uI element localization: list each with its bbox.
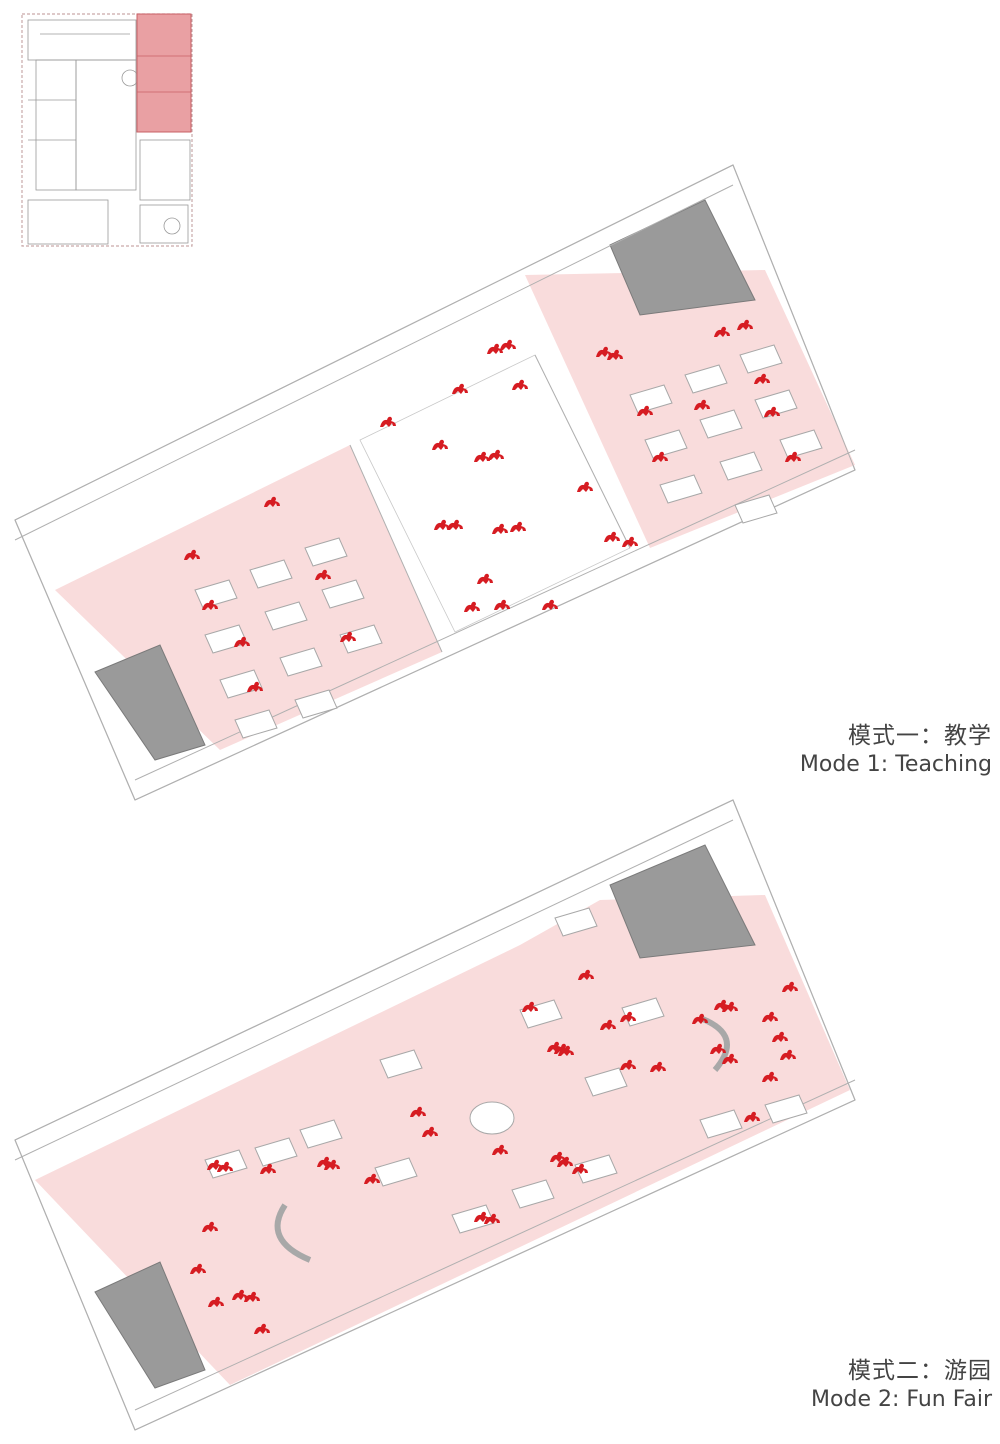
key-plan-highlight (136, 13, 192, 133)
right-classroom-floor (525, 270, 855, 548)
desk (219, 669, 263, 699)
activity-table (374, 1157, 418, 1187)
mode-2-caption: 模式二：游园 Mode 2: Fun Fair (811, 1357, 992, 1413)
desk (294, 689, 338, 719)
desk (194, 579, 238, 609)
key-floor-plan (21, 13, 193, 247)
desk (779, 429, 823, 459)
desk (644, 429, 688, 459)
display-stand (254, 1137, 298, 1167)
desk (279, 647, 323, 677)
mode-1-caption: 模式一：教学 Mode 1: Teaching (800, 722, 992, 778)
round-table (469, 1101, 515, 1135)
desk (659, 474, 703, 504)
desk (234, 709, 278, 739)
curved-bench-left (274, 1203, 312, 1263)
activity-table (574, 1154, 618, 1184)
display-stand (764, 1094, 808, 1124)
desk (734, 494, 778, 524)
activity-table (554, 907, 598, 937)
desk (754, 389, 798, 419)
desk (739, 344, 783, 374)
display-stand (379, 1049, 423, 1079)
core-right (609, 844, 756, 959)
desk (264, 601, 308, 631)
desk-groups (194, 344, 823, 739)
mode-funfair-axonometric (14, 799, 856, 1431)
front-wall (14, 799, 856, 1431)
display-stand (299, 1119, 343, 1149)
activity-table (584, 1067, 628, 1097)
core-left (94, 644, 206, 761)
desk (719, 451, 763, 481)
display-stand (699, 1109, 743, 1139)
floor-plan-key-icon (27, 19, 191, 245)
desk (684, 364, 728, 394)
mode-2-caption-en: Mode 2: Fun Fair (811, 1386, 992, 1412)
desk (321, 579, 365, 609)
desk (629, 384, 673, 414)
mode-teaching-axonometric (14, 164, 856, 801)
activity-table (511, 1179, 555, 1209)
mode-1-caption-en: Mode 1: Teaching (799, 751, 992, 777)
desk (249, 559, 293, 589)
core-left (94, 1261, 206, 1389)
mode-1-caption-zh: 模式一：教学 (848, 723, 992, 749)
mode-2-caption-zh: 模式二：游园 (848, 1358, 992, 1384)
desk (699, 409, 743, 439)
desk (304, 537, 348, 567)
